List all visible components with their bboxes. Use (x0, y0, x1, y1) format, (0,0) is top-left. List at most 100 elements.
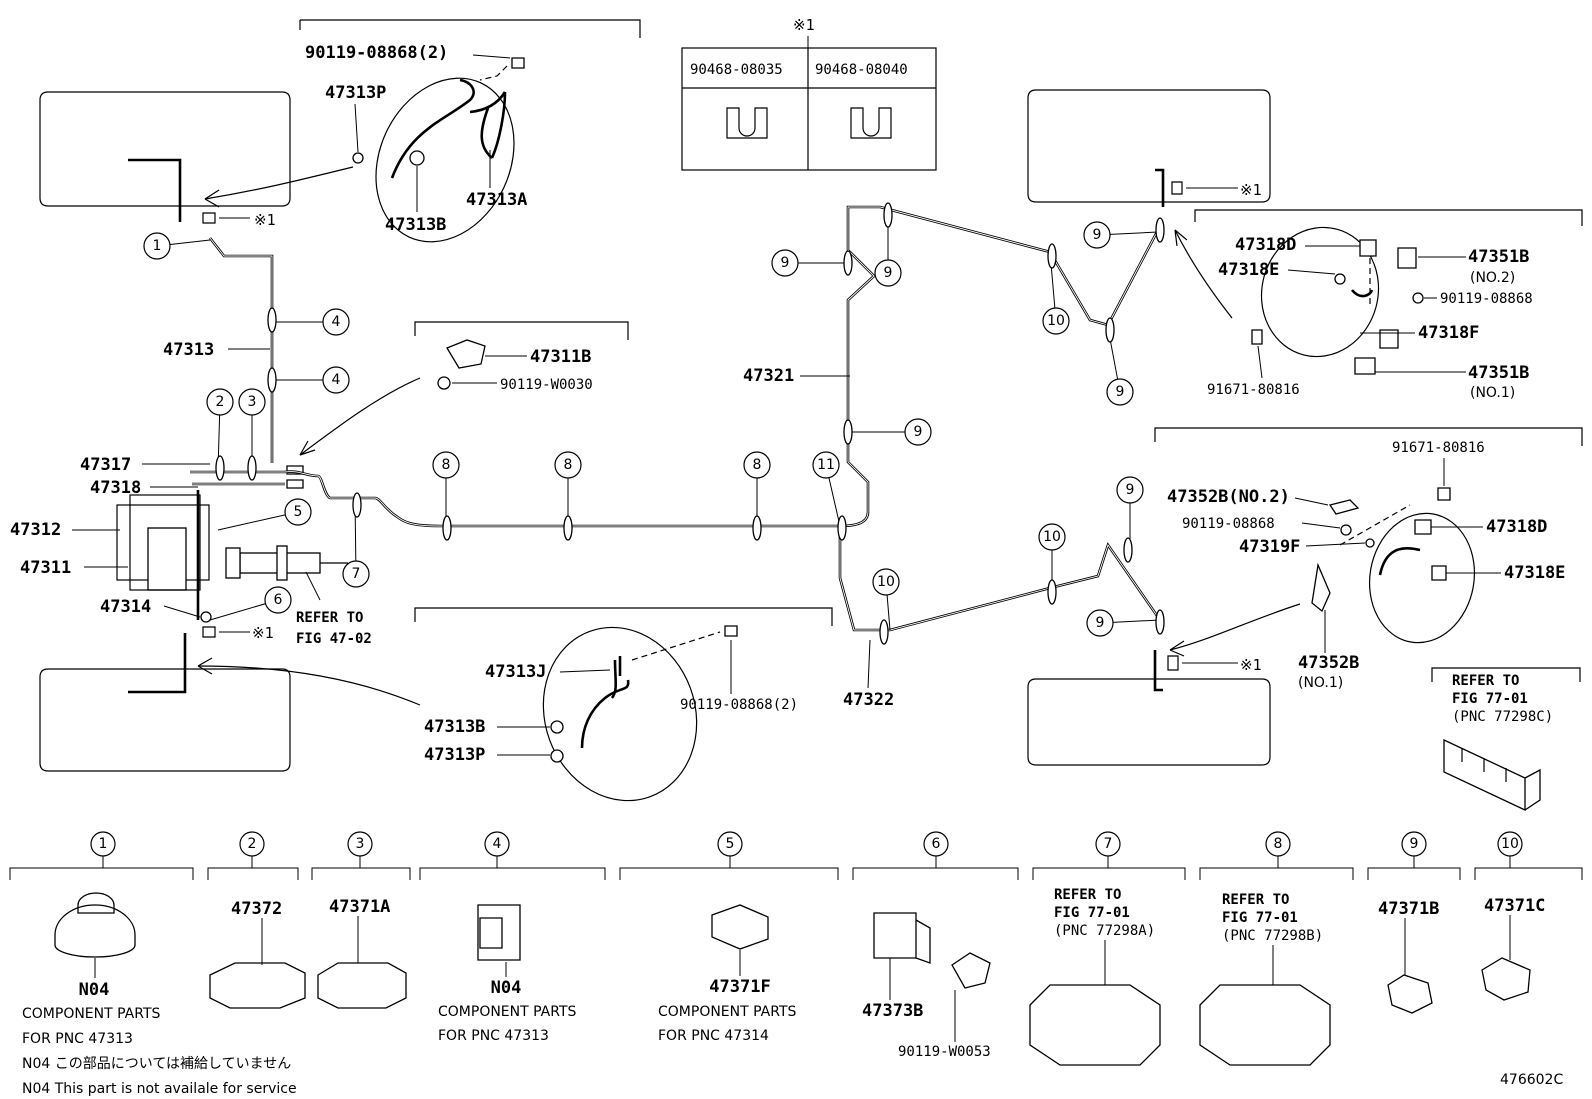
note-english: N04 This part is not availale for servic… (22, 1081, 297, 1097)
label-47318e-r: 47318E (1218, 260, 1279, 280)
group-bracket (311, 867, 411, 880)
bottom-part-2: 2 (207, 831, 299, 880)
callout-number: 11 (817, 457, 835, 473)
callout-number: 8 (564, 457, 573, 473)
callout-11: 11 (812, 451, 841, 527)
pipe-clip-mark (752, 515, 762, 541)
callout-2: 2 (206, 388, 234, 471)
label-47313j: 47313J (485, 662, 546, 682)
callout-number: 9 (1096, 615, 1105, 631)
pipe-clip-mark (1047, 243, 1057, 269)
grommet-icon (54, 892, 136, 958)
callout-number: 2 (216, 394, 225, 410)
callout-circle (90, 831, 116, 857)
label-47318d-rr: 47318D (1486, 517, 1547, 537)
wheel-housing-outline-lower (39, 668, 291, 772)
callout-circle (239, 831, 265, 857)
front-left-section: 90119-08868(2) 47313P 47313A 47313B ※1 4… (10, 19, 870, 802)
label-47318: 47318 (90, 478, 141, 498)
label-91671-80816-b: 91671-80816 (1392, 440, 1485, 456)
group-bracket (1474, 867, 1583, 880)
component-parts-text-b: COMPONENT PARTS (438, 1004, 577, 1020)
part-pn-47373b: 47373B (862, 1001, 923, 1021)
clamp-47371a-icon (317, 962, 407, 1009)
refer-fig-a: FIG 77-01 (1054, 905, 1130, 921)
callout-number: 1 (99, 836, 108, 852)
label-47317: 47317 (80, 455, 131, 475)
label-47313a: 47313A (466, 190, 527, 210)
bottom-part-3: 3 (311, 831, 411, 880)
callout-1: 1 (143, 232, 211, 260)
group-bracket (419, 867, 606, 880)
note-japanese: N04 この部品については補給していません (22, 1056, 291, 1072)
callout-9: 9 (771, 249, 848, 277)
callout-number: 4 (493, 836, 502, 852)
callout-circle (1095, 831, 1121, 857)
label-47318d-r: 47318D (1235, 235, 1296, 255)
pipe-clip-mark (1047, 579, 1057, 605)
callout-circle (1265, 831, 1291, 857)
connector-47318d-icon (1359, 239, 1377, 257)
label-47352b-no2: 47352B(NO.2) (1167, 487, 1290, 507)
callout-4: 4 (272, 308, 350, 336)
pipe-clip-mark (247, 455, 257, 481)
callout-number: 4 (332, 372, 341, 388)
part-pn-47371a: 47371A (329, 897, 390, 917)
clip-47371b-icon (1387, 974, 1433, 1014)
label-47311: 47311 (20, 558, 71, 578)
label-47313b-top: 47313B (385, 215, 446, 235)
callout-number: 1 (153, 238, 162, 254)
bracket-n04-icon (477, 904, 521, 961)
label-47313p-bot: 47313P (424, 745, 485, 765)
part-pn-47371b: 47371B (1378, 899, 1439, 919)
label-asterisk-rear-upper: ※1 (1240, 181, 1262, 199)
callout-number: 9 (781, 255, 790, 271)
callout-number: 9 (1410, 836, 1419, 852)
pipe-clip-mark (215, 455, 225, 481)
component-parts-text-c: COMPONENT PARTS (658, 1004, 797, 1020)
pipe-clip-mark (267, 307, 277, 333)
callout-number: 7 (352, 566, 361, 582)
callout-number: 6 (274, 592, 283, 608)
diagram-id: 476602C (1500, 1072, 1563, 1088)
group-bracket (852, 867, 1019, 880)
label-47321: 47321 (743, 366, 794, 386)
bottom-part-10: 10 (1474, 831, 1583, 880)
callout-5: 5 (217, 498, 312, 531)
callout-number: 10 (1501, 836, 1519, 852)
component-parts-text: COMPONENT PARTS (22, 1006, 161, 1022)
pipe-clip-mark (1105, 317, 1115, 343)
pipe-clip-mark (1123, 537, 1133, 563)
callout-circle (717, 831, 743, 857)
label-90119-08868-2-bot: 90119-08868(2) (680, 697, 798, 713)
callout-number: 9 (1093, 227, 1102, 243)
group-bracket (619, 867, 839, 880)
pipe-clip-mark (883, 202, 893, 228)
group-bracket (9, 867, 194, 880)
clip-reference-table: ※1 90468-08035 90468-08040 (681, 16, 937, 171)
bolt-90119-w0053-icon (951, 952, 991, 989)
rear-right-section: ※1 47318D 47318E 47351B (NO.2) 90119-088… (1027, 89, 1583, 812)
callout-circle (923, 831, 949, 857)
label-90119-08868-r: 90119-08868 (1440, 291, 1533, 307)
callout-number: 8 (753, 457, 762, 473)
callout-circle (1497, 831, 1523, 857)
part-pn-47371c: 47371C (1484, 896, 1545, 916)
part-pn-90119-w0053: 90119-W0053 (898, 1044, 991, 1060)
center-rear-pipes: 47321 47322 (743, 205, 1162, 710)
label-47314: 47314 (100, 597, 151, 617)
label-47322: 47322 (843, 690, 894, 710)
pipe-clip-mark (442, 515, 452, 541)
clip-47371c-icon (1481, 957, 1531, 1001)
label-47318e-rr: 47318E (1504, 563, 1565, 583)
label-47312: 47312 (10, 520, 61, 540)
group-bracket (1032, 867, 1186, 880)
label-90119-08868-2-top: 90119-08868(2) (305, 43, 448, 63)
label-refer-fig-47-02: FIG 47-02 (296, 631, 372, 647)
label-refer-77-01-c-b: FIG 77-01 (1452, 691, 1528, 707)
callout-number: 8 (442, 457, 451, 473)
group-bracket (1367, 867, 1461, 880)
refer-pnc-b: (PNC 77298B) (1222, 928, 1323, 944)
bottom-part-6: 6 (852, 831, 1019, 880)
